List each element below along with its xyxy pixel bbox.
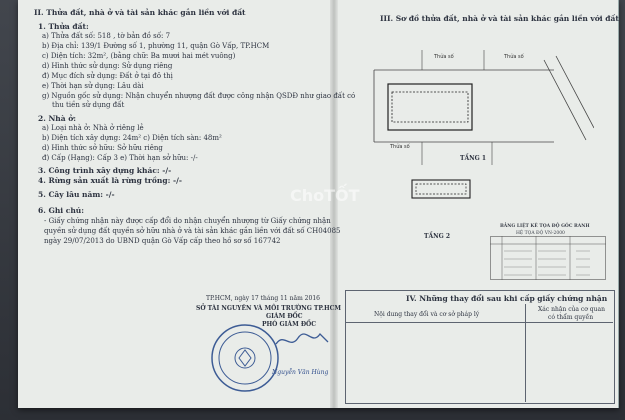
floor1-label: TẦNG 1 [460,155,486,162]
coords-table [490,236,606,280]
sign-organization: SỞ TÀI NGUYÊN VÀ MÔI TRƯỜNG TP.HCM [196,305,342,312]
parcel-diagram: Thửa số Thửa số Thửa số [373,50,594,199]
land-origin-line2: thu tiền sử dụng đất [52,101,125,109]
col-change-content: Nội dung thay đổi và cơ sở pháp lý [374,311,480,318]
note-line2: quyền sử dụng đất quyền sở hữu nhà ở và … [44,227,341,235]
land-use-term: e) Thời hạn sử dụng: Lâu dài [42,82,144,90]
land-use-purpose: đ) Mục đích sử dụng: Đất ở tại đô thị [42,72,173,80]
land-parcel: a) Thửa đất số: 518 , tờ bản đồ số: 7 [42,32,171,40]
changes-table-divider [525,304,526,402]
certificate-paper [18,0,619,408]
coords-title: BẢNG LIỆT KÊ TỌA ĐỘ GÓC RANH [500,224,590,229]
official-seal-icon [211,324,279,392]
note-line3: ngày 29/07/2013 do UBND quận Gò Vấp cấp … [44,237,281,245]
changes-table [345,290,615,404]
other-construction: 3. Công trình xây dựng khác: -/- [38,166,172,175]
house-ownership-form: d) Hình thức sở hữu: Sở hữu riêng [42,144,163,152]
section3-title: III. Sơ đồ thửa đất, nhà ở và tài sản kh… [380,14,619,23]
col-confirm-line2: có thẩm quyền [548,314,594,321]
section4-title: IV. Những thay đổi sau khi cấp giấy chứn… [406,294,608,303]
land-heading: 1. Thửa đất: [38,22,89,31]
land-use-form: d) Hình thức sử dụng: Sử dụng riêng [42,62,173,70]
coords-subtitle: HỆ TỌA ĐỘ VN-2000 [516,231,565,236]
note-line1: - Giấy chứng nhận này được cấp đổi do nh… [44,217,331,225]
house-type: a) Loại nhà ở: Nhà ở riêng lẻ [42,124,144,132]
notes-heading: 6. Ghi chú: [38,206,84,215]
house-heading: 2. Nhà ở: [38,114,76,123]
svg-text:Thửa số: Thửa số [433,53,454,60]
planted-forest: 4. Rừng sản xuất là rừng trồng: -/- [38,176,182,185]
land-address: b) Địa chỉ: 139/1 Đường số 1, phường 11,… [42,42,270,50]
signature-scribble-icon [275,332,329,345]
signer-name: Nguyễn Văn Hùng [272,369,329,376]
floor2-label: TẦNG 2 [424,233,450,240]
svg-text:Thửa số: Thửa số [503,53,524,60]
land-area: c) Diện tích: 32m², (bằng chữ: Ba mươi h… [42,52,236,60]
perennial-trees: 5. Cây lâu năm: -/- [38,190,115,199]
page-fold [330,0,338,408]
sign-role: GIÁM ĐỐC [266,313,303,320]
land-origin-line1: g) Nguồn gốc sử dụng: Nhận chuyển nhượng… [42,92,356,100]
sign-role-deputy: PHÓ GIÁM ĐỐC [262,321,317,328]
house-grade: đ) Cấp (Hạng): Cấp 3 e) Thời hạn sở hữu:… [42,154,198,162]
changes-table-header [345,304,613,323]
svg-text:Thửa số: Thửa số [389,143,410,150]
col-confirm-line1: Xác nhận của cơ quan [538,306,605,313]
watermark-text: ChoTỐT [290,186,360,205]
house-area: b) Diện tích xây dựng: 24m² c) Diện tích… [42,134,222,142]
section2-title: II. Thửa đất, nhà ở và tài sản khác gắn … [34,8,246,17]
sign-date: TP.HCM, ngày 17 tháng 11 năm 2016 [206,295,320,302]
